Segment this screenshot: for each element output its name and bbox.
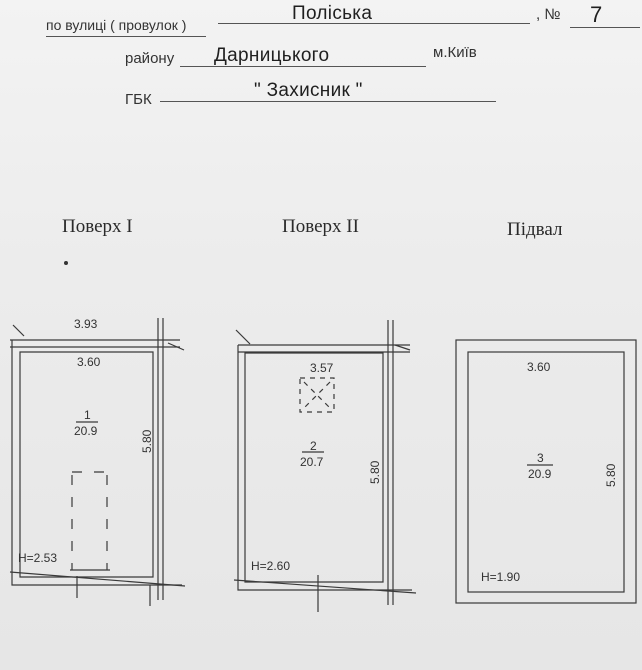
floor-2-length: 5.80 [368,460,382,484]
district-underline [180,66,426,67]
city-label: м.Київ [433,44,477,61]
floor-2-plan [233,320,417,612]
number-label: , № [536,6,561,23]
floor-1-inner-width: 3.60 [77,355,101,369]
ink-dot [64,261,68,265]
floor-1-room-area: 20.9 [74,424,98,438]
street-value: Поліська [292,3,373,24]
floor-1-outer-width: 3.93 [74,317,98,331]
floor-2-room-number: 2 [310,439,317,453]
basement-height: Н=1.90 [481,570,520,584]
gbk-value: " Захисник " [254,80,363,101]
district-value: Дарницького [214,45,330,66]
floor-1-height: Н=2.53 [18,551,57,565]
floor-2-title: Поверх II [282,216,359,237]
gbk-underline [160,101,496,102]
district-label: району [125,50,175,67]
floor-1-room-number: 1 [84,408,91,422]
street-label: по вулиці ( провулок ) [46,17,187,33]
street-label-underline [46,36,206,37]
gbk-label: ГБК [125,91,152,108]
basement-title: Підвал [507,219,563,240]
floor-1-length: 5.80 [140,429,154,453]
street-underline [218,23,530,24]
basement-plan [455,339,637,604]
basement-room-area: 20.9 [528,467,552,481]
basement-room-number: 3 [537,451,544,465]
floor-2-height: Н=2.60 [251,559,290,573]
floor-1-plan [9,318,186,606]
floor-1-title: Поверх I [62,216,133,237]
floor-2-inner-width: 3.57 [310,361,334,375]
basement-length: 5.80 [604,463,618,487]
number-underline [570,27,640,28]
number-value: 7 [590,2,603,27]
basement-inner-width: 3.60 [527,360,551,374]
floor-2-room-area: 20.7 [300,455,324,469]
